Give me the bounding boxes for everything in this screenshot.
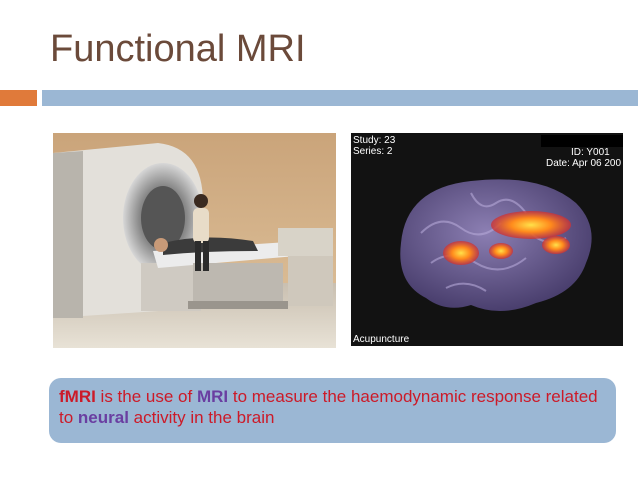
brain-scan-image: Study: 23 Series: 2 ID: Y001 Date: Apr 0… xyxy=(351,133,623,346)
accent-bar-blue xyxy=(42,90,638,106)
caption-text-2: to measure the haemodynamic response rel… xyxy=(59,387,598,427)
scan-study: Study: 23 xyxy=(353,135,396,146)
mri-scanner-illustration xyxy=(53,133,336,348)
slide-title: Functional MRI xyxy=(50,28,306,70)
scan-series: Series: 2 xyxy=(353,146,393,157)
term-neural: neural xyxy=(77,408,129,427)
redaction-bar xyxy=(541,135,623,147)
scan-label: Acupuncture xyxy=(353,334,410,345)
accent-bar-orange xyxy=(0,90,37,106)
term-fmri: fMRI xyxy=(59,387,96,406)
term-mri: MRI xyxy=(196,387,229,406)
caption-text-3: activity in the brain xyxy=(128,408,275,427)
brain-activation-illustration xyxy=(400,179,592,312)
scan-id: ID: Y001 xyxy=(571,147,610,158)
caption-box: fMRI is the use of MRI to measure the ha… xyxy=(49,378,616,443)
scan-date: Date: Apr 06 200 xyxy=(546,158,622,169)
mri-scanner-photo xyxy=(53,133,336,348)
caption-text-1: is the use of xyxy=(95,387,197,406)
